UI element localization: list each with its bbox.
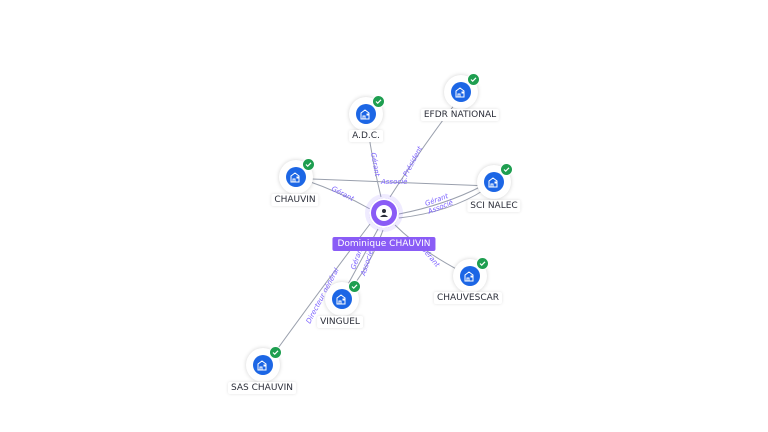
building-icon	[286, 167, 306, 187]
company-label-chauvescar[interactable]: CHAUVESCAR	[433, 292, 503, 304]
company-node-chauvin[interactable]	[279, 158, 315, 194]
person-node[interactable]	[365, 194, 403, 232]
company-label-vinguel[interactable]: VINGUEL	[317, 316, 363, 328]
company-node-chauvescar[interactable]	[453, 257, 489, 293]
verified-check-icon	[269, 346, 282, 359]
verified-check-icon	[500, 163, 513, 176]
company-node-scinalec[interactable]	[477, 163, 513, 199]
building-icon	[332, 289, 352, 309]
company-node-vinguel[interactable]	[325, 280, 361, 316]
edge-label-efdr: Président	[402, 145, 425, 178]
verified-check-icon	[348, 280, 361, 293]
building-icon	[356, 104, 376, 124]
company-label-saschauvin[interactable]: SAS CHAUVIN	[228, 382, 296, 394]
edge-label-chauvin: Gérant	[330, 185, 355, 203]
edge-label-chauvin-scinalec: Associé	[380, 178, 408, 186]
company-label-adc[interactable]: A.D.C.	[349, 130, 383, 142]
edge-label-adc: Gérant	[369, 152, 381, 177]
company-label-chauvin[interactable]: CHAUVIN	[271, 194, 319, 206]
building-icon	[484, 172, 504, 192]
person-name-label[interactable]: Dominique CHAUVIN	[332, 237, 436, 251]
company-label-efdr[interactable]: EFDR NATIONAL	[420, 109, 500, 121]
verified-check-icon	[302, 158, 315, 171]
verified-check-icon	[476, 257, 489, 270]
edge-chauvin-scinalec	[311, 178, 491, 187]
building-icon	[253, 355, 273, 375]
building-icon	[451, 82, 471, 102]
verified-check-icon	[467, 73, 480, 86]
building-icon	[460, 266, 480, 286]
verified-check-icon	[372, 95, 385, 108]
person-pin	[369, 198, 399, 228]
company-node-saschauvin[interactable]	[246, 346, 282, 382]
company-label-scinalec[interactable]: SCI NALEC	[467, 200, 521, 212]
person-icon	[376, 205, 392, 221]
edge-scinalec-associe	[398, 189, 485, 219]
company-node-efdr[interactable]	[444, 73, 480, 109]
company-node-adc[interactable]	[349, 95, 385, 131]
edge-scinalec-gerant	[398, 185, 483, 215]
